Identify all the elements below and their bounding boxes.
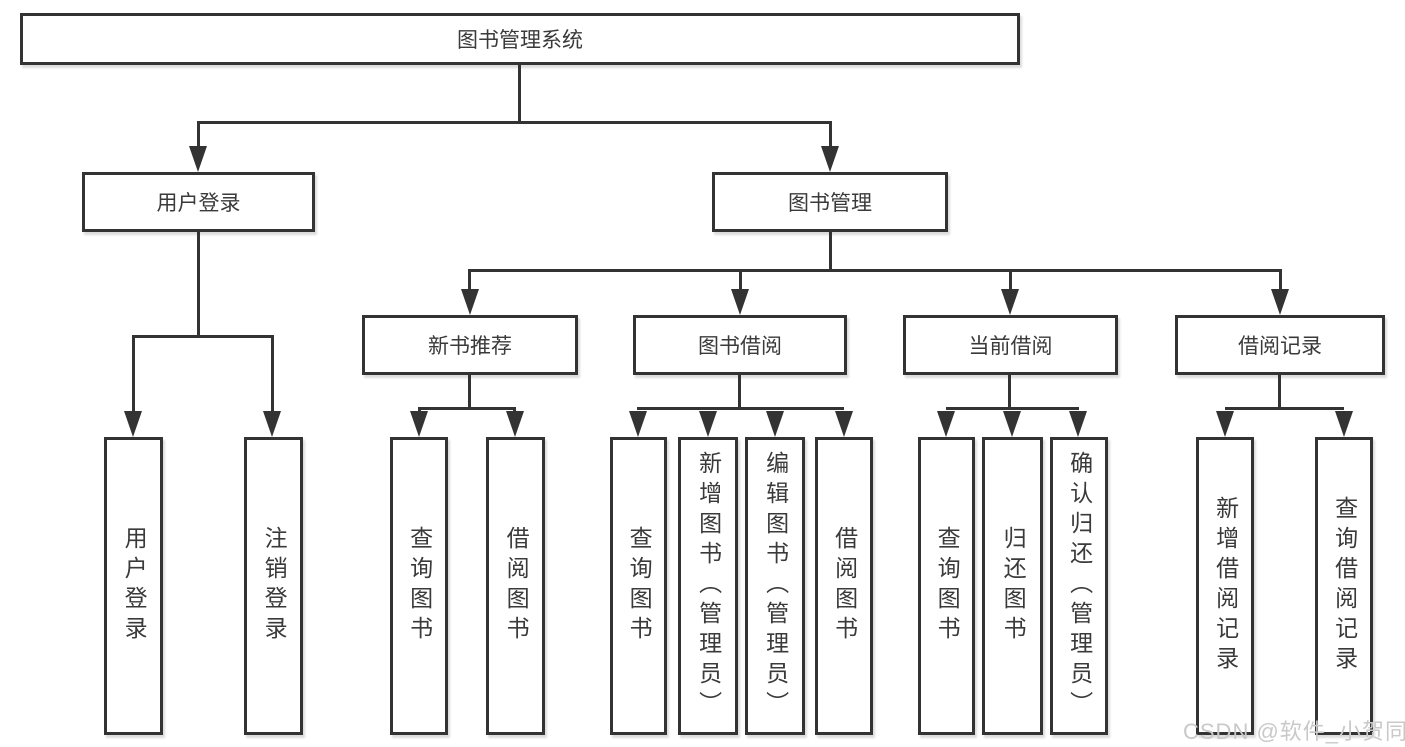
connector-line [829,121,832,151]
arrow-down-icon [1069,411,1087,437]
node-book-borrowing: 图书借阅 [633,315,847,375]
connector-line [418,407,516,410]
leaf-query-books-borrowing-label: 查询图书 [626,526,653,646]
arrow-down-icon [124,411,142,437]
arrow-down-icon [766,411,784,437]
connector-line [738,375,741,410]
connector-line [468,269,1281,272]
node-user-login: 用户登录 [82,172,315,232]
node-root-label: 图书管理系统 [457,29,583,52]
connector-line [132,335,274,338]
leaf-return-books-label: 归还图书 [1000,526,1027,646]
connector-line [197,232,200,338]
leaf-confirm-return-admin-label: 确认归还（管理员） [1066,451,1093,721]
arrow-down-icon [731,289,749,315]
arrow-down-icon [506,411,524,437]
leaf-query-borrow-record: 查询借阅记录 [1315,437,1373,735]
connector-line [271,335,274,415]
leaf-query-books-current: 查询图书 [918,437,975,735]
connector-line [739,269,742,293]
connector-line [132,335,135,415]
leaf-query-books-recommend-label: 查询图书 [406,526,433,646]
connector-line [468,375,471,410]
leaf-user-login-label: 用户登录 [121,526,148,646]
arrow-down-icon [189,146,207,172]
leaf-add-borrow-record: 新增借阅记录 [1196,437,1254,735]
connector-line [518,65,521,124]
node-book-management: 图书管理 [712,172,948,232]
arrow-down-icon [629,411,647,437]
node-borrowing-records: 借阅记录 [1175,315,1385,375]
node-current-borrowing: 当前借阅 [903,315,1118,375]
arrow-down-icon [1271,289,1289,315]
leaf-borrow-books-recommend-label: 借阅图书 [503,526,530,646]
leaf-query-borrow-record-label: 查询借阅记录 [1331,496,1358,676]
arrow-down-icon [937,411,955,437]
arrow-down-icon [1335,411,1353,437]
arrow-down-icon [1001,289,1019,315]
connector-line [468,269,471,293]
leaf-query-books-borrowing: 查询图书 [610,437,667,735]
leaf-user-login: 用户登录 [104,437,163,735]
connector-line [1008,375,1011,410]
leaf-borrow-books-recommend: 借阅图书 [486,437,545,735]
csdn-watermark: CSDN @软件_小贺同学 [1183,714,1405,746]
leaf-query-books-recommend: 查询图书 [390,437,448,735]
connector-line [946,407,1079,410]
leaf-borrow-books-borrowing-label: 借阅图书 [831,526,858,646]
leaf-borrow-books-borrowing: 借阅图书 [815,437,873,735]
arrow-down-icon [461,289,479,315]
leaf-confirm-return-admin: 确认归还（管理员） [1050,437,1108,735]
csdn-watermark-text: CSDN @软件_小贺同学 [1183,719,1405,744]
connector-line [829,232,832,272]
leaf-logout-label: 注销登录 [261,526,288,646]
leaf-add-borrow-record-label: 新增借阅记录 [1212,496,1239,676]
arrow-down-icon [821,146,839,172]
connector-line [637,407,844,410]
leaf-add-book-admin: 新增图书（管理员） [678,437,738,735]
leaf-edit-book-admin: 编辑图书（管理员） [745,437,805,735]
node-current-borrowing-label: 当前借阅 [968,335,1053,358]
connector-line [1009,269,1012,293]
leaf-add-book-admin-label: 新增图书（管理员） [695,451,722,721]
leaf-logout: 注销登录 [244,437,303,735]
node-borrowing-records-label: 借阅记录 [1238,335,1322,358]
arrow-down-icon [1003,411,1021,437]
connector-line [1279,269,1282,293]
leaf-edit-book-admin-label: 编辑图书（管理员） [762,451,789,721]
connector-line [1225,407,1344,410]
arrow-down-icon [835,411,853,437]
node-new-book-recommendation-label: 新书推荐 [428,335,512,358]
node-new-book-recommendation: 新书推荐 [362,315,578,375]
node-book-borrowing-label: 图书借阅 [698,335,782,358]
node-root: 图书管理系统 [20,13,1020,65]
node-user-login-label: 用户登录 [156,192,241,215]
arrow-down-icon [1216,411,1234,437]
arrow-down-icon [263,411,281,437]
leaf-query-books-current-label: 查询图书 [934,526,961,646]
arrow-down-icon [699,411,717,437]
leaf-return-books: 归还图书 [982,437,1043,735]
connector-line [1278,375,1281,410]
connector-line [197,121,832,124]
arrow-down-icon [410,411,428,437]
node-book-management-label: 图书管理 [788,192,872,215]
connector-line [197,121,200,151]
